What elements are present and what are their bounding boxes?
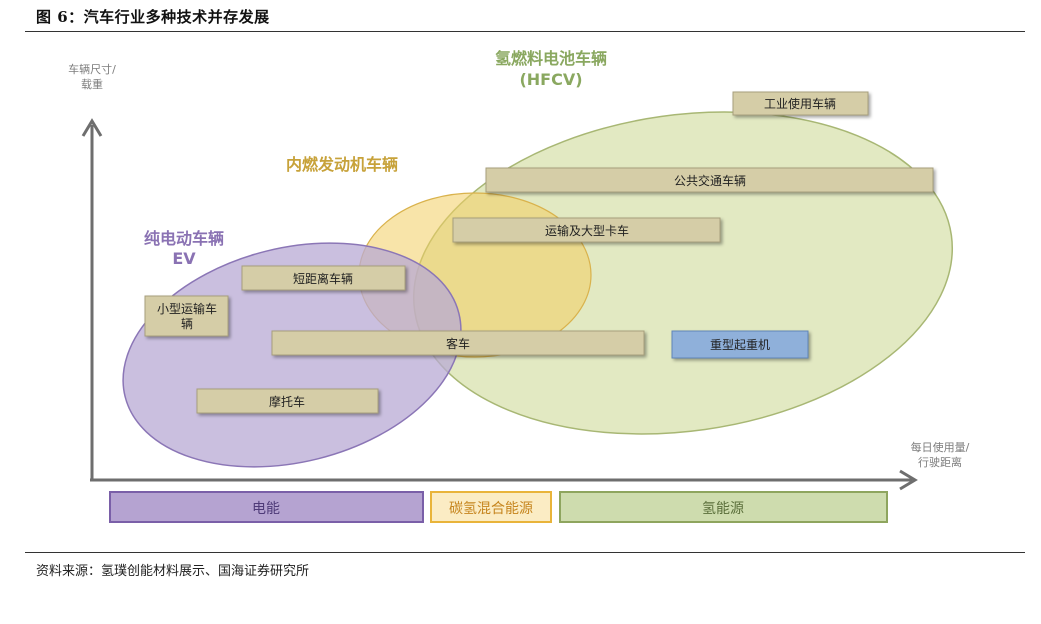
public-transport-label: 公共交通车辆: [674, 173, 746, 188]
transport-truck-box: [452, 217, 721, 243]
y-axis-label-line1: 车辆尺寸/: [68, 62, 116, 76]
ev-abbr: EV: [172, 249, 196, 268]
x-axis-label-line1: 每日使用量/: [911, 440, 970, 454]
short-distance-label: 短距离车辆: [293, 271, 353, 286]
public-transport-box: [485, 167, 934, 193]
bottom-rule: [25, 552, 1025, 553]
short-distance-box: [241, 265, 406, 291]
hydrogen-energy-band: [559, 491, 888, 523]
figure-title: 图 6：汽车行业多种技术并存发展: [36, 8, 270, 26]
hybrid-energy-band: [430, 491, 552, 523]
ev-title: 纯电动车辆: [144, 229, 224, 248]
x-axis: [90, 469, 918, 491]
industrial-vehicles-box: [732, 91, 869, 116]
ice-title: 内燃发动机车辆: [286, 155, 398, 174]
hfcv-title: 氢燃料电池车辆: [495, 49, 607, 68]
small-transport-box: [144, 295, 229, 337]
y-axis-label-line2: 载重: [81, 77, 103, 91]
x-axis-label-line2: 行驶距离: [918, 455, 962, 469]
small-transport-label-line2: 辆: [181, 317, 193, 331]
source-note: 资料来源：氢璞创能材料展示、国海证券研究所: [36, 564, 310, 579]
electric-energy-label: 电能: [252, 501, 280, 517]
industrial-vehicles-label: 工业使用车辆: [764, 96, 836, 111]
top-rule: [25, 31, 1025, 32]
motorcycle-label: 摩托车: [269, 394, 305, 409]
heavy-crane-box: [671, 330, 809, 359]
small-transport-label-line1: 小型运输车: [157, 301, 217, 316]
motorcycle-box: [196, 388, 379, 414]
hybrid-energy-label: 碳氢混合能源: [449, 501, 533, 517]
hfcv-abbr: (HFCV): [519, 70, 582, 89]
heavy-crane-label: 重型起重机: [710, 338, 770, 352]
y-axis: [81, 118, 103, 480]
passenger-car-label: 客车: [446, 336, 470, 351]
transport-truck-label: 运输及大型卡车: [545, 223, 629, 238]
passenger-car-box: [271, 330, 645, 356]
hydrogen-energy-label: 氢能源: [702, 501, 744, 517]
electric-energy-band: [109, 491, 424, 523]
